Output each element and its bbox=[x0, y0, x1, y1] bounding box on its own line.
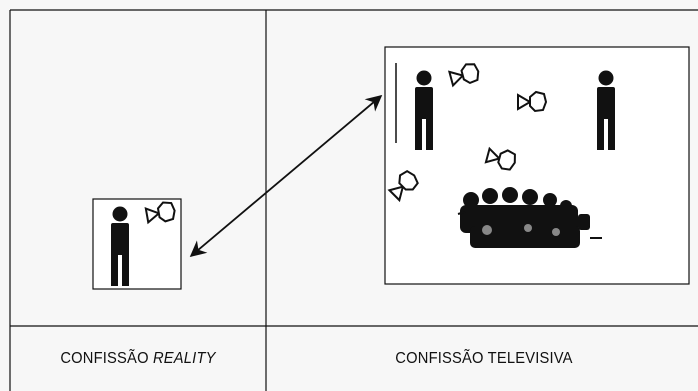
caption-right: CONFISSÃO TELEVISIVA bbox=[395, 350, 573, 367]
television-confession-caption: CONFISSÃO TELEVISIVA bbox=[285, 340, 682, 378]
television-confession-frame bbox=[384, 46, 690, 285]
caption-left-main: CONFISSÃO bbox=[60, 350, 149, 367]
reality-confession-frame bbox=[92, 198, 182, 290]
reality-confession-caption: CONFISSÃO REALITY bbox=[20, 340, 256, 378]
caption-left-italic: REALITY bbox=[152, 350, 216, 367]
double-headed-arrow-icon bbox=[189, 94, 383, 258]
audience-crowd-icon bbox=[457, 187, 602, 248]
